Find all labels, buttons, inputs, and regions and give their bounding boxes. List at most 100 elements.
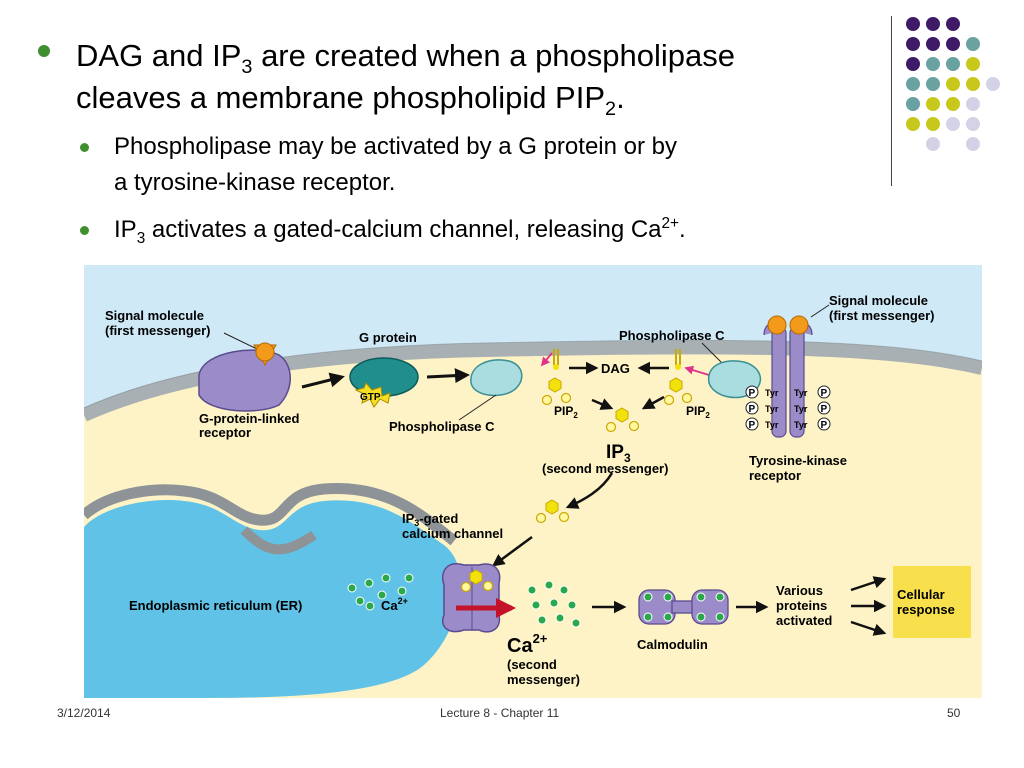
- calcium-ion-dot: [531, 600, 541, 610]
- label-phosphate: P: [749, 388, 756, 399]
- grid-dot: [946, 57, 960, 71]
- label-phosphate: P: [821, 420, 828, 431]
- label-tyr: Tyr: [794, 388, 808, 398]
- label-ca-role-line2: messenger): [507, 672, 580, 687]
- grid-dot: [926, 97, 940, 111]
- phospholipase-c-left-shape: [470, 359, 523, 397]
- grid-dot: [946, 97, 960, 111]
- label-response-line1: Cellular: [897, 587, 945, 602]
- calcium-ions-cytoplasm: [527, 580, 581, 628]
- label-phospholipase-c-top: Phospholipase C: [619, 328, 725, 343]
- footer-page-number: 50: [947, 706, 961, 720]
- phosphate-circle: [817, 401, 831, 415]
- calcium-ion-dot: [696, 592, 706, 602]
- label-g-protein: G protein: [359, 330, 417, 345]
- sub-bullet-dot: [80, 226, 89, 235]
- label-calmodulin: Calmodulin: [637, 637, 708, 652]
- label-phosphate: P: [749, 404, 756, 415]
- label-tyr: Tyr: [765, 404, 779, 414]
- calcium-ion-dot: [567, 600, 577, 610]
- endoplasmic-reticulum: [84, 500, 461, 698]
- grid-dot: [906, 57, 920, 71]
- label-response-line2: response: [897, 602, 955, 617]
- grid-dot: [946, 37, 960, 51]
- sub-bullet-ip3: IP3 activates a gated-calcium channel, r…: [114, 215, 686, 247]
- gpcr-receptor-shape: [198, 349, 291, 412]
- grid-dot: [946, 17, 960, 31]
- grid-dot: [966, 37, 980, 51]
- grid-dot: [966, 57, 980, 71]
- gtp-burst-icon: [354, 382, 391, 408]
- label-tyr: Tyr: [765, 420, 779, 430]
- label-gtp: GTP: [360, 392, 381, 403]
- calcium-ion-dot: [544, 580, 554, 590]
- phosphate-circle: [745, 401, 759, 415]
- grid-dot: [926, 117, 940, 131]
- signal-molecule-right-icon-a: [767, 315, 787, 335]
- phosphate-circle: [817, 417, 831, 431]
- calcium-ion-dot: [404, 573, 414, 583]
- grid-dot: [966, 117, 980, 131]
- calcium-ion-dot: [397, 586, 407, 596]
- label-first-messenger-right: (first messenger): [829, 308, 934, 323]
- phosphate-circle: [745, 385, 759, 399]
- calcium-ion-dot: [571, 618, 581, 628]
- footer-date: 3/12/2014: [57, 706, 111, 720]
- calcium-ion-dot: [347, 583, 357, 593]
- grid-dot: [966, 137, 980, 151]
- signal-molecule-right-icon-b: [789, 315, 809, 335]
- label-ca-er: Ca2+: [381, 596, 408, 613]
- calcium-ion-dot: [559, 585, 569, 595]
- label-phosphate: P: [749, 420, 756, 431]
- label-tyr: Tyr: [794, 420, 808, 430]
- grid-dot: [926, 57, 940, 71]
- label-proteins-line3: activated: [776, 613, 832, 628]
- label-gpcr-line1: G-protein-linked: [199, 411, 299, 426]
- grid-dot: [926, 37, 940, 51]
- calcium-ion-dot: [527, 585, 537, 595]
- calcium-ion-dot: [365, 601, 375, 611]
- phosphate-circle: [817, 385, 831, 399]
- grid-dot: [926, 17, 940, 31]
- calcium-ion-dot: [696, 612, 706, 622]
- dag-glycerol-left-icon: [553, 349, 559, 370]
- calcium-ion-dot: [643, 612, 653, 622]
- label-signal-molecule-left: Signal molecule: [105, 308, 204, 323]
- label-ip3-gated-channel-line1: IP3-gated: [402, 511, 458, 528]
- grid-dot: [946, 77, 960, 91]
- label-pip2-left: PIP2: [554, 404, 578, 420]
- label-signal-molecule-right: Signal molecule: [829, 293, 928, 308]
- label-phosphate: P: [821, 404, 828, 415]
- cellular-response-box: [893, 566, 971, 638]
- label-dag: DAG: [601, 361, 630, 376]
- label-pip2-right: PIP2: [686, 404, 710, 420]
- signaling-diagram: Signal molecule (first messenger) G-prot…: [84, 265, 982, 698]
- label-phosphate: P: [821, 388, 828, 399]
- calcium-ion-dot: [555, 613, 565, 623]
- grid-dot: [986, 77, 1000, 91]
- label-tyr: Tyr: [765, 388, 779, 398]
- bullet-main: DAG and IP3 are created when a phospholi…: [76, 38, 736, 121]
- label-ip3-second-messenger: (second messenger): [542, 461, 668, 476]
- label-proteins-line1: Various: [776, 583, 823, 598]
- grid-dot: [946, 117, 960, 131]
- grid-dot: [966, 97, 980, 111]
- calcium-ion-dot: [355, 596, 365, 606]
- calcium-ions-calmodulin: [643, 592, 725, 622]
- label-tyr: Tyr: [794, 404, 808, 414]
- calcium-ion-dot: [364, 578, 374, 588]
- grid-dot: [906, 77, 920, 91]
- calcium-ions-er: [347, 573, 414, 611]
- label-rtk-line2: receptor: [749, 468, 801, 483]
- label-ip3-gated-channel-line2: calcium channel: [402, 526, 503, 541]
- calcium-ion-dot: [715, 612, 725, 622]
- divider-line: [891, 16, 892, 186]
- grid-dot: [906, 117, 920, 131]
- label-er: Endoplasmic reticulum (ER): [129, 598, 302, 613]
- grid-dot: [906, 37, 920, 51]
- label-first-messenger-left: (first messenger): [105, 323, 210, 338]
- sub-bullet-phospholipase: Phospholipase may be activated by a G pr…: [114, 133, 677, 196]
- calcium-ion-dot: [715, 592, 725, 602]
- footer-title: Lecture 8 - Chapter 11: [440, 706, 560, 720]
